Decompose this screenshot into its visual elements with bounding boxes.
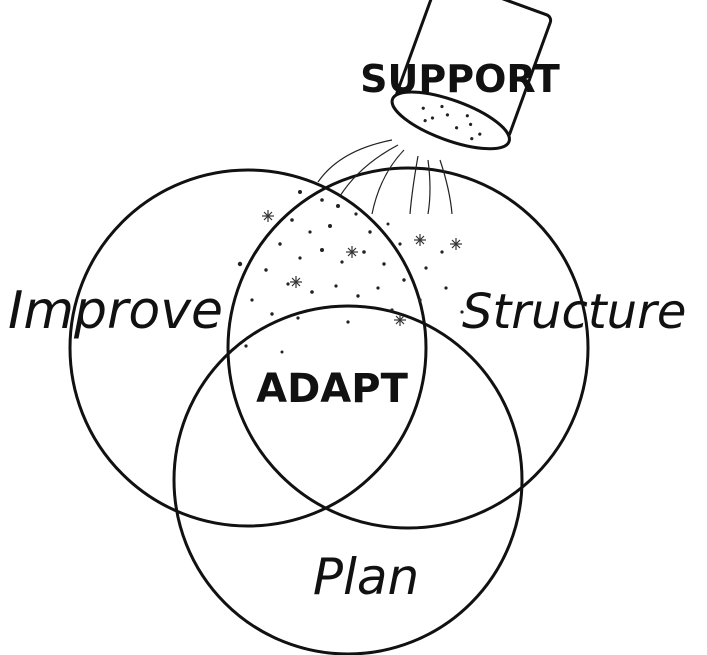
plan-circle: [172, 304, 524, 655]
sparkles: [262, 210, 462, 326]
pour-lines: [317, 139, 453, 215]
structure-circle: [226, 166, 590, 530]
plan-label: Plan: [313, 548, 419, 606]
shaker-label: SUPPORT: [360, 57, 560, 101]
improve-circle: [68, 168, 428, 528]
improve-label: Improve: [8, 281, 223, 341]
sprinkles: [237, 190, 464, 354]
structure-label: Structure: [462, 284, 686, 340]
shaker-icon: [390, 0, 553, 151]
center-label: ADAPT: [256, 366, 408, 412]
shaker-holes: [421, 104, 482, 141]
